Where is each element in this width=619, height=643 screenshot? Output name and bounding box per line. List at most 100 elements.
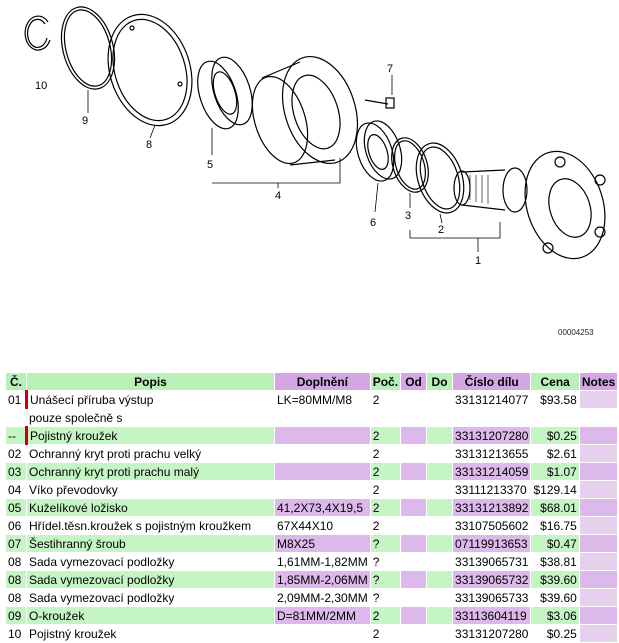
col-header-od: Od <box>400 372 428 391</box>
cell-price: $68.01 <box>530 498 580 517</box>
cell-desc: Ochranný kryt proti prachu malý <box>26 462 275 481</box>
table-row: 08 Sada vymezovací podložky 2,09MM-2,30M… <box>5 588 619 607</box>
part-7-bolt-drawing <box>364 97 395 109</box>
cell-extra: 1,61MM-1,82MM <box>274 552 371 571</box>
part-6-seal-drawing <box>355 120 403 182</box>
col-header-extra: Doplnění <box>274 372 371 391</box>
table-row: 08 Sada vymezovací podložky 1,85MM-2,06M… <box>5 570 619 589</box>
cell-desc: Pojistný kroužek <box>26 624 275 643</box>
cell-od <box>400 516 428 535</box>
cell-od <box>400 588 428 607</box>
cell-price: $2.61 <box>530 444 580 463</box>
callout-6: 6 <box>370 217 376 229</box>
cell-extra <box>274 444 371 463</box>
cell-notes <box>578 552 619 571</box>
cell-do <box>426 390 454 409</box>
col-header-qty: Poč. <box>369 372 402 391</box>
cell-qty: ? <box>369 534 402 553</box>
cell-do <box>426 426 454 445</box>
cell-notes <box>578 462 619 481</box>
cell-price: $3.06 <box>530 606 580 625</box>
callout-3: 3 <box>405 210 411 222</box>
cell-notes <box>578 480 619 499</box>
diagram-code: 00004253 <box>558 328 594 337</box>
col-header-part: Číslo dílu <box>452 372 532 391</box>
cell-do <box>426 606 454 625</box>
cell-desc: Ochranný kryt proti prachu velký <box>26 444 275 463</box>
part-8-shim-drawing <box>107 13 193 127</box>
cell-extra: 1,85MM-2,06MM <box>274 570 371 589</box>
cell-notes <box>578 534 619 553</box>
cell-desc: Šestihranný šroub <box>26 534 275 553</box>
cell-part[interactable]: 33131207280 <box>452 624 532 643</box>
callout-5: 5 <box>207 159 213 171</box>
part-5-bearing-drawing <box>197 56 253 130</box>
cell-notes <box>578 516 619 535</box>
callout-8: 8 <box>146 139 152 151</box>
cell-part[interactable]: 33139065733 <box>452 588 532 607</box>
table-row: 09 O-kroužek D=81MM/2MM 2 33113604119 $3… <box>5 606 619 625</box>
cell-extra: D=81MM/2MM <box>274 606 371 625</box>
col-header-no: Č. <box>5 372 27 391</box>
cell-part[interactable]: 33139065732 <box>452 570 532 589</box>
col-header-price: Cena <box>530 372 580 391</box>
col-header-do: Do <box>426 372 454 391</box>
cell-part[interactable]: 33131214077 <box>452 390 532 409</box>
cell-do <box>426 444 454 463</box>
cell-part[interactable]: 07119913653 <box>452 534 532 553</box>
table-row: 01 Unášecí příruba výstup LK=80MM/M8 2 3… <box>5 390 619 409</box>
cell-extra <box>274 426 371 445</box>
cell-od <box>400 462 428 481</box>
cell-qty: 2 <box>369 426 402 445</box>
cell-desc: Hřídel.těsn.kroužek s pojistným kroužkem <box>26 516 275 535</box>
cell-od <box>400 444 428 463</box>
table-row: 03 Ochranný kryt proti prachu malý 2 331… <box>5 462 619 481</box>
cell-extra <box>274 480 371 499</box>
cell-part[interactable]: 33131214059 <box>452 462 532 481</box>
cell-part[interactable]: 33113604119 <box>452 606 532 625</box>
cell-qty: ? <box>369 570 402 589</box>
cell-notes <box>578 624 619 643</box>
cell-part[interactable]: 33131213655 <box>452 444 532 463</box>
cell-od <box>400 570 428 589</box>
cell-price: $39.60 <box>530 588 580 607</box>
cell-price: $38.81 <box>530 552 580 571</box>
cell-do <box>426 498 454 517</box>
table-row: 06 Hřídel.těsn.kroužek s pojistným krouž… <box>5 516 619 535</box>
cell-part[interactable]: 33107505602 <box>452 516 532 535</box>
cell-price: $0.47 <box>530 534 580 553</box>
callout-10: 10 <box>35 80 47 92</box>
cell-no: 02 <box>5 444 27 463</box>
cell-notes <box>578 498 619 517</box>
cell-desc: Pojistný kroužek <box>25 426 275 445</box>
cell-extra: 67X44X10 <box>274 516 371 535</box>
cell-part[interactable]: 33131213892 <box>452 498 532 517</box>
cell-part[interactable]: 33111213370 <box>452 480 532 499</box>
cell-do <box>426 534 454 553</box>
cell-notes <box>578 570 619 589</box>
cell-part[interactable]: 33131207280 <box>452 426 532 445</box>
cell-desc: Sada vymezovací podložky <box>26 588 275 607</box>
table-row: 04 Víko převodovky 2 33111213370 $129.14 <box>5 480 619 499</box>
cell-no: 04 <box>5 480 27 499</box>
cell-desc: O-kroužek <box>26 606 275 625</box>
table-row: 05 Kuželíkové ložisko 41,2X73,4X19,5 2 3… <box>5 498 619 517</box>
cell-extra: M8X25 <box>274 534 371 553</box>
table-row: 07 Šestihranný šroub M8X25 ? 07119913653… <box>5 534 619 553</box>
cell-do <box>426 570 454 589</box>
cell-price: $1.07 <box>530 462 580 481</box>
cell-no: 01 <box>5 390 27 409</box>
cell-qty: 2 <box>369 462 402 481</box>
cell-no: 08 <box>5 570 27 589</box>
table-row: 10 Pojistný kroužek 2 33131207280 $0.25 <box>5 624 619 643</box>
cell-part[interactable]: 33139065731 <box>452 552 532 571</box>
cell-do <box>426 480 454 499</box>
part-4-housing-drawing <box>251 55 358 166</box>
callout-1: 1 <box>475 255 481 267</box>
cell-qty: 2 <box>369 498 402 517</box>
cell-notes <box>578 588 619 607</box>
cell-qty: 2 <box>369 444 402 463</box>
cell-do <box>426 624 454 643</box>
cell-od <box>400 534 428 553</box>
cell-extra: LK=80MM/M8 <box>274 390 371 409</box>
